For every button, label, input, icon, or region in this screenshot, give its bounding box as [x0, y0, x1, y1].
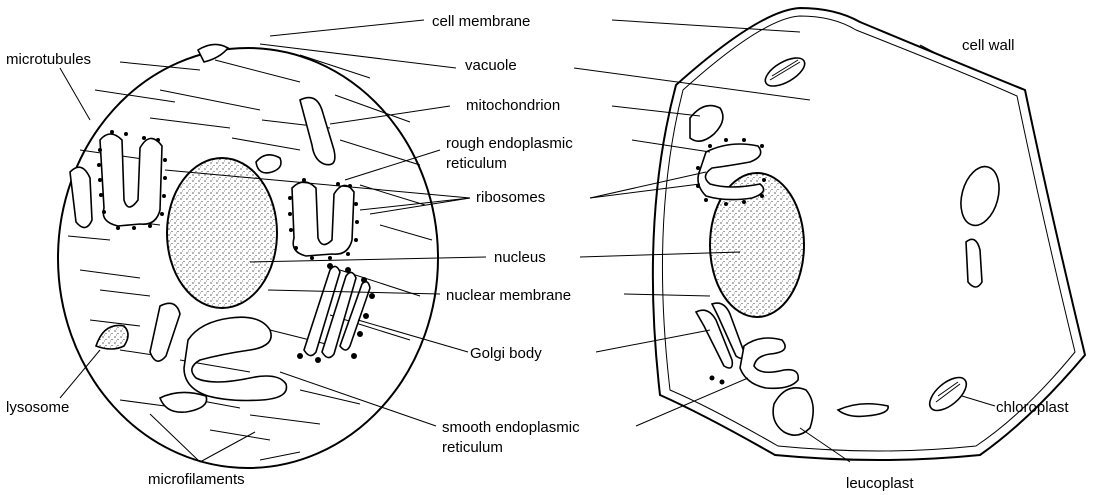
label-rough-er-2: reticulum	[446, 155, 507, 172]
plant-mitochondrion-right	[966, 239, 982, 287]
label-nucleus: nucleus	[494, 249, 546, 266]
plant-golgi-body	[696, 303, 744, 384]
label-lysosome: lysosome	[6, 399, 69, 416]
label-cell-membrane: cell membrane	[432, 13, 530, 30]
label-cell-wall: cell wall	[962, 37, 1015, 54]
animal-rough-er	[97, 130, 167, 230]
small-vesicle	[256, 155, 281, 173]
animal-nucleus	[167, 158, 277, 308]
plant-vesicle-bottom	[838, 404, 888, 417]
label-smooth-er-1: smooth endoplasmic	[442, 419, 580, 436]
label-microtubules: microtubules	[6, 51, 91, 68]
label-smooth-er-2: reticulum	[442, 439, 503, 456]
label-ribosomes: ribosomes	[476, 189, 545, 206]
label-rough-er-1: rough endoplasmic	[446, 135, 573, 152]
label-nuclear-membrane: nuclear membrane	[446, 287, 571, 304]
animal-mitochondrion-small	[198, 44, 228, 62]
animal-rough-er-right	[288, 178, 359, 260]
animal-lysosome	[96, 325, 128, 349]
plant-smooth-er	[740, 338, 798, 388]
chloroplast-top	[761, 52, 809, 91]
label-leucoplast: leucoplast	[846, 475, 914, 492]
label-golgi-body: Golgi body	[470, 345, 542, 362]
animal-smooth-er	[184, 317, 287, 400]
leucoplast	[773, 388, 813, 435]
plant-cell	[653, 8, 1085, 460]
animal-cell	[58, 44, 438, 468]
animal-mitochondrion-low	[160, 392, 207, 412]
label-chloroplast: chloroplast	[996, 399, 1069, 416]
chloroplast-right-top	[955, 162, 1005, 229]
label-microfilaments: microfilaments	[148, 471, 245, 488]
label-mitochondrion: mitochondrion	[466, 97, 560, 114]
labels: cell membrane cell wall microtubules vac…	[6, 13, 1069, 492]
chloroplast-bottom-right	[924, 371, 972, 416]
label-vacuole: vacuole	[465, 57, 517, 74]
animal-golgi-body	[297, 263, 375, 363]
animal-mitochondrion-bottom	[150, 303, 180, 361]
animal-mitochondrion-left	[70, 167, 92, 227]
animal-mitochondrion-top	[300, 98, 335, 165]
plant-mitochondrion-top	[690, 106, 723, 142]
plant-rough-er	[696, 138, 766, 206]
